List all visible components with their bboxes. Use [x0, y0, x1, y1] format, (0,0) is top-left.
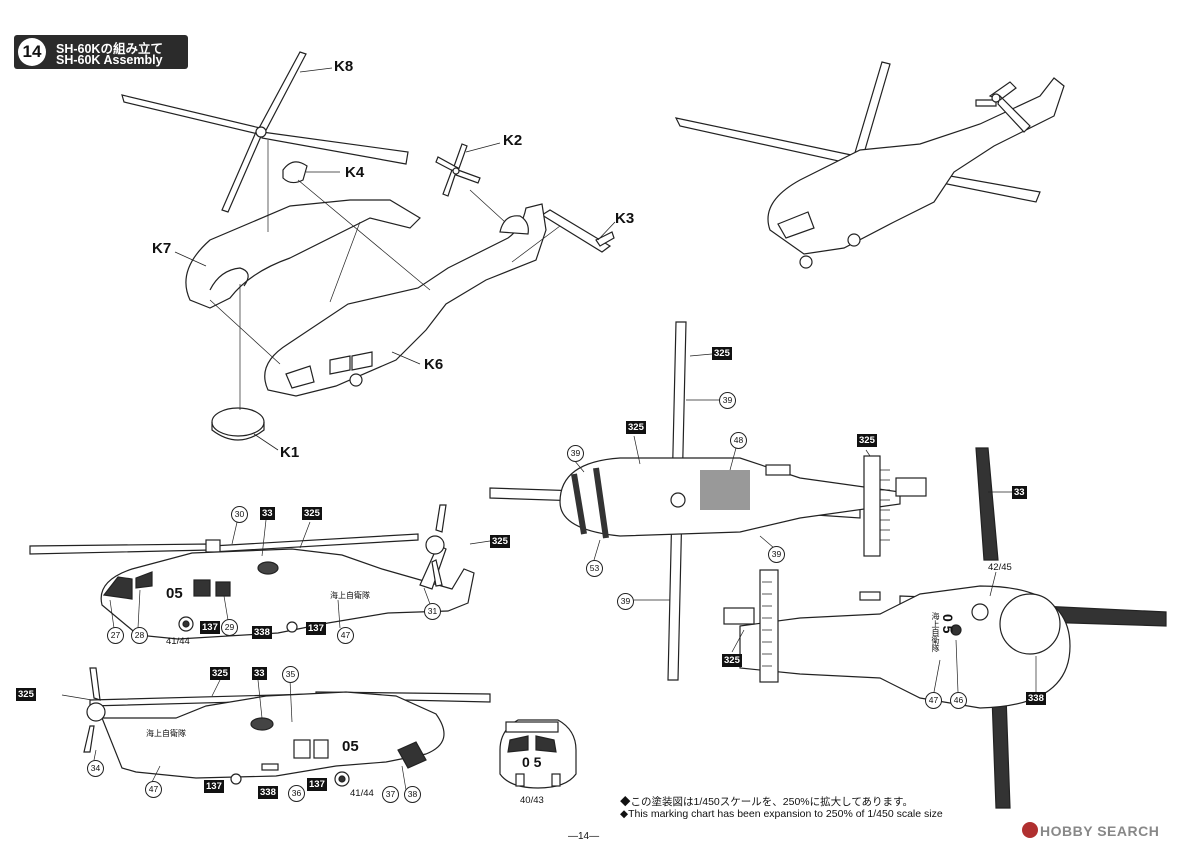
marking-38: 38 [404, 786, 421, 803]
side-jp-right: 海上自衛隊 [146, 729, 186, 738]
decal-338: 338 [1026, 692, 1046, 705]
bottom-jp: 海上自衛隊 [931, 612, 940, 652]
decal-325: 325 [490, 535, 510, 548]
front-view [499, 719, 577, 789]
label-k8: K8 [334, 58, 354, 75]
side-code-right: 05 [342, 738, 359, 755]
decal-137: 137 [200, 621, 220, 634]
part-k4 [282, 161, 308, 184]
marking-30: 30 [231, 506, 248, 523]
bottom-view [723, 447, 1167, 809]
marking-39: 39 [617, 593, 634, 610]
marking-31: 31 [424, 603, 441, 620]
step-title-jp: SH-60Kの組み立て [56, 42, 163, 56]
marking-36: 36 [288, 785, 305, 802]
marking-39: 39 [768, 546, 785, 563]
decal-338: 338 [252, 626, 272, 639]
step-number: 14 [18, 38, 46, 66]
watermark-logo-icon [1022, 822, 1038, 838]
decal-325: 325 [712, 347, 732, 360]
left-side-view [29, 504, 475, 640]
decal-137: 137 [204, 780, 224, 793]
front-code: 0 5 [522, 754, 542, 770]
marking-47: 47 [925, 692, 942, 709]
bottom-code: 0 5 [940, 614, 956, 634]
upper-cowl-k7 [185, 199, 421, 309]
marking-34: 34 [87, 760, 104, 777]
decal-33: 33 [260, 507, 275, 520]
decal-325: 325 [626, 421, 646, 434]
decal-33: 33 [1012, 486, 1027, 499]
marking-47: 47 [337, 627, 354, 644]
decal-137: 137 [307, 778, 327, 791]
marking-27: 27 [107, 627, 124, 644]
top-view [489, 321, 927, 681]
decal-325: 325 [722, 654, 742, 667]
marking-35: 35 [282, 666, 299, 683]
marking-41-44: 41/44 [166, 636, 190, 647]
decal-325: 325 [857, 434, 877, 447]
tail-rotor-k2 [435, 143, 481, 197]
part-k1 [211, 407, 265, 441]
side-jp: 海上自衛隊 [330, 591, 370, 600]
marking-53: 53 [586, 560, 603, 577]
guide-lines [209, 140, 561, 410]
right-side-view [83, 667, 491, 787]
stabilizer-k3 [540, 209, 615, 253]
decal-33: 33 [252, 667, 267, 680]
marking-28: 28 [131, 627, 148, 644]
decal-137: 137 [306, 622, 326, 635]
marking-41-44: 41/44 [350, 788, 374, 799]
decal-325: 325 [302, 507, 322, 520]
label-k3: K3 [615, 210, 635, 227]
label-k1: K1 [280, 444, 300, 461]
note-en: ◆This marking chart has been expansion t… [620, 808, 943, 820]
decal-338: 338 [258, 786, 278, 799]
decal-325: 325 [210, 667, 230, 680]
fuselage-k6 [264, 203, 547, 397]
label-k2: K2 [503, 132, 523, 149]
side-code: 05 [166, 585, 183, 602]
decal-325: 325 [16, 688, 36, 701]
watermark: HOBBY SEARCH [1040, 823, 1160, 839]
marking-46: 46 [950, 692, 967, 709]
label-k6: K6 [424, 356, 444, 373]
marking-39: 39 [719, 392, 736, 409]
label-k7: K7 [152, 240, 172, 257]
marking-39: 39 [567, 445, 584, 462]
marking-42-45: 42/45 [988, 562, 1012, 573]
marking-37: 37 [382, 786, 399, 803]
marking-47: 47 [145, 781, 162, 798]
label-k4: K4 [345, 164, 365, 181]
marking-48: 48 [730, 432, 747, 449]
marking-40-43: 40/43 [520, 795, 544, 806]
main-rotor-k8 [121, 51, 409, 213]
marking-29: 29 [221, 619, 238, 636]
page-number: —14— [568, 831, 600, 842]
step-title-en: SH-60K Assembly [56, 53, 163, 67]
note-jp: ◆この塗装図は1/450スケールを、250%に拡大してあります。 [620, 796, 913, 808]
completed-view-helicopter [674, 61, 1065, 269]
